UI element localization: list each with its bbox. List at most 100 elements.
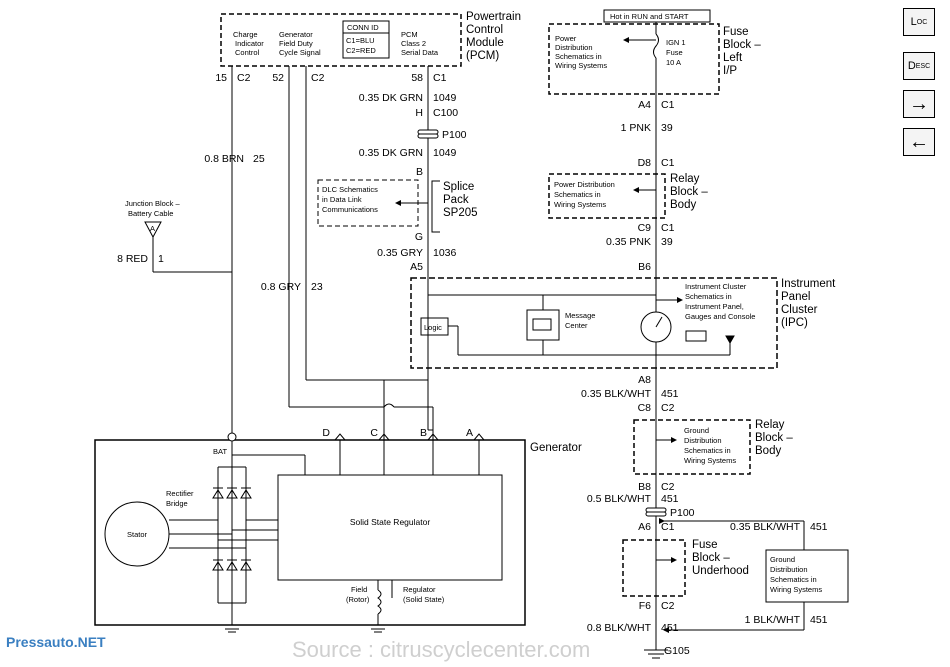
conn-id-c2: C2=RED [346, 46, 376, 55]
rg-gd-2: Distribution [684, 436, 722, 445]
fu-gd-4: Wiring Systems [770, 585, 822, 594]
rg-a6-conn: C1 [661, 521, 675, 533]
g105-label: G105 [664, 645, 690, 657]
rb-pd-2: Schematics in [554, 190, 601, 199]
back-arrow-icon[interactable]: ← [903, 128, 935, 156]
ipc-title-1: Instrument [781, 278, 836, 290]
rectifier-2: Bridge [166, 499, 188, 508]
ign-3: 10 A [666, 58, 681, 67]
fuse-under-3: Underhood [692, 565, 749, 577]
sd-a5: A5 [410, 261, 423, 273]
junction-block-letter: A [150, 224, 155, 233]
rb-pd-3: Wiring Systems [554, 200, 606, 209]
pcm-title-1: Powertrain [466, 11, 521, 23]
ipc-schem-3: Instrument Panel, [685, 302, 744, 311]
ipc-title-4: (IPC) [781, 317, 808, 329]
sd-b: B [416, 166, 423, 178]
gen-pin-b: B [420, 427, 427, 439]
fu-gd-3: Schematics in [770, 575, 817, 584]
back-glyph: ← [909, 130, 929, 153]
gen-pin-c: C [370, 427, 378, 439]
fu-f6: F6 [639, 600, 651, 612]
generator-box [94, 439, 526, 626]
regulator-label: Solid State Regulator [350, 517, 430, 527]
rg-w-circuit: 451 [661, 493, 679, 505]
bat-label: BAT [213, 447, 227, 456]
fu-gd-1: Ground [770, 555, 795, 564]
fl-d8: D8 [638, 157, 652, 169]
red-circuit: 1 [158, 253, 164, 265]
fl-pd-2: Distribution [555, 43, 593, 52]
stator-label: Stator [127, 530, 148, 539]
pin-52-conn: C2 [311, 72, 325, 84]
rg-gd-4: Wiring Systems [684, 456, 736, 465]
fuse-left-4: I/P [723, 65, 737, 77]
generator-title: Generator [530, 442, 582, 454]
fu-f6-conn: C2 [661, 600, 675, 612]
fl-d8-conn: C1 [661, 157, 675, 169]
pcm-title-2: Control [466, 24, 503, 36]
fuse-underhood-box [622, 539, 686, 597]
rg-b8-conn: C2 [661, 481, 675, 493]
relay-block-body-box [548, 173, 666, 219]
junction-block-2: Battery Cable [128, 209, 173, 218]
ipc-schem-4: Gauges and Console [685, 312, 755, 321]
fuse-under-2: Block – [692, 552, 730, 564]
sd-c100: C100 [433, 107, 458, 119]
fl-pd-1: Power [555, 34, 577, 43]
loc-sub1: O [916, 18, 923, 26]
splice-3: SP205 [443, 207, 478, 219]
fuse-block-left-box [548, 23, 720, 95]
pin-15-conn: C2 [237, 72, 251, 84]
fu-right-circuit: 451 [810, 614, 828, 626]
relay-ground-box [633, 419, 751, 475]
fl-a4: A4 [638, 99, 651, 111]
rb-w-circuit: 39 [661, 236, 673, 248]
regulator-box [277, 474, 503, 581]
gry-label: 0.8 GRY [261, 281, 301, 293]
pcm-title-4: (PCM) [466, 50, 499, 62]
relay-body-2: Block – [670, 186, 708, 198]
loc-big: L [910, 16, 917, 28]
sd-w2-circuit: 1049 [433, 147, 457, 159]
pin-52: 52 [272, 72, 284, 84]
pin-15: 15 [215, 72, 227, 84]
gry-circuit: 23 [311, 281, 323, 293]
pcm-title-3: Module [466, 37, 504, 49]
charge-indicator-3: Control [235, 48, 260, 57]
pcm-box [220, 13, 462, 67]
brn-label: 0.8 BRN [204, 153, 244, 165]
reg-ss-1: Regulator [403, 585, 436, 594]
red-label: 8 RED [117, 253, 148, 265]
forward-arrow-icon[interactable]: → [903, 90, 935, 118]
charge-indicator-1: Charge [233, 30, 258, 39]
rb-pd-1: Power Distribution [554, 180, 615, 189]
ign-1: IGN 1 [666, 38, 686, 47]
fu-gd-2: Distribution [770, 565, 808, 574]
loc-sub2: C [922, 18, 928, 26]
rg-right-circuit: 451 [810, 521, 828, 533]
field-1: Field [351, 585, 367, 594]
fl-w-label: 1 PNK [621, 122, 651, 134]
rg-gd-1: Ground [684, 426, 709, 435]
ipc-title-2: Panel [781, 291, 810, 303]
generator-field-3: Cycle Signal [279, 48, 321, 57]
gen-pin-d: D [322, 427, 330, 439]
fuse-left-2: Block – [723, 39, 761, 51]
rg-w-label: 0.5 BLK/WHT [587, 493, 652, 505]
fu-right-label: 1 BLK/WHT [745, 614, 801, 626]
logic-label: Logic [424, 323, 442, 332]
ipc-title-3: Cluster [781, 304, 818, 316]
pcm-serial-3: Serial Data [401, 48, 439, 57]
generator-field-2: Field Duty [279, 39, 313, 48]
junction-block-symbol [144, 221, 162, 239]
dlc-3: Communications [322, 205, 378, 214]
field-2: (Rotor) [346, 595, 370, 604]
fl-pd-3: Schematics in [555, 52, 602, 61]
brand-watermark: Pressauto.NET [6, 634, 106, 650]
dlc-2: in Data Link [322, 195, 362, 204]
message-1: Message [565, 311, 595, 320]
